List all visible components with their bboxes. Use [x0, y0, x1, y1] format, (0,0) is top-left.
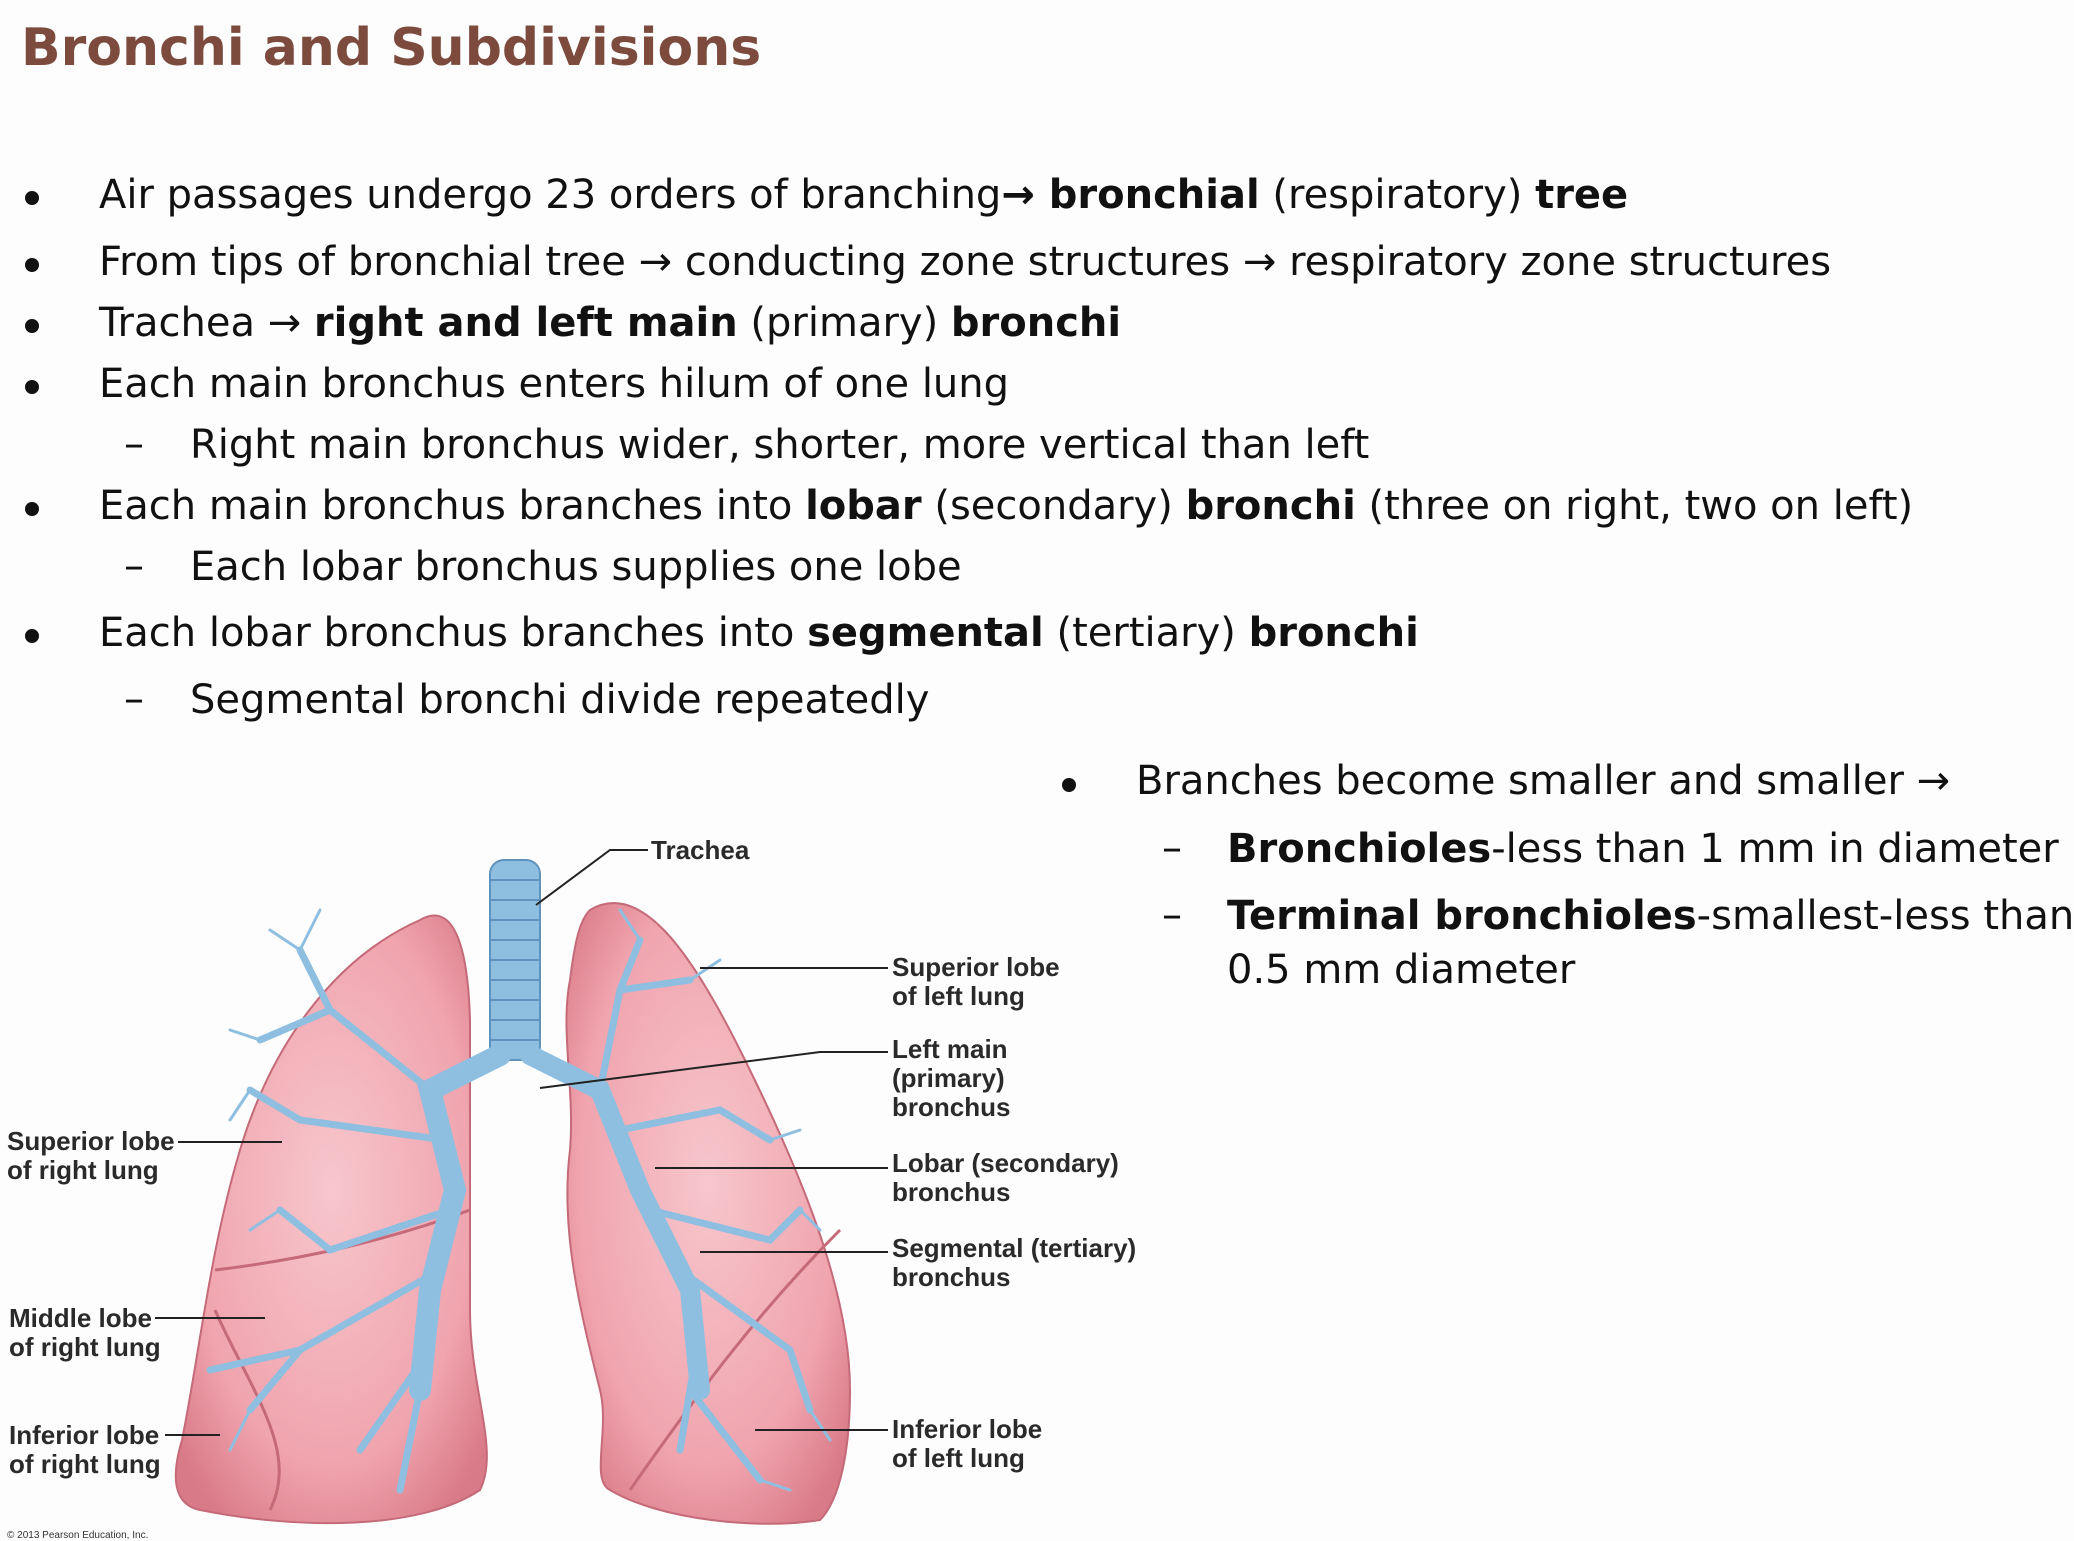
sub-bullet-3-text: Segmental bronchi divide repeatedly [190, 677, 930, 723]
bullet-dot [25, 258, 39, 272]
bullet-6: Each lobar bronchus branches into segmen… [99, 610, 1419, 656]
arrow-icon: → [1001, 172, 1049, 218]
lungs-diagram [155, 849, 888, 1525]
bullet-5-text-c: (three on right, two on left) [1355, 483, 1914, 529]
bullet-1-text-b: (respiratory) [1259, 172, 1536, 218]
bullet-6-text-b: (tertiary) [1043, 610, 1249, 656]
bullet-3-text-b: (primary) [737, 300, 951, 346]
sub-bullet-3: Segmental bronchi divide repeatedly [190, 677, 929, 723]
sub-bullet-1-text: Right main bronchus wider, shorter, more… [190, 422, 1370, 468]
bullet-5-text-a: Each main bronchus branches into [99, 483, 806, 529]
dash-marker: – [124, 676, 144, 722]
bullet-4: Each main bronchus enters hilum of one l… [99, 361, 1009, 407]
bullet-1-bold-a: bronchial [1048, 172, 1260, 218]
label-left-main: Left main(primary)bronchus [892, 1034, 1011, 1122]
label-trachea: Trachea [651, 835, 750, 865]
terminal-bronchioles-term: Terminal bronchioles [1227, 893, 1697, 939]
left-lung [565, 902, 852, 1525]
bullet-5: Each main bronchus branches into lobar (… [99, 483, 1913, 529]
bullet-dot [25, 191, 39, 205]
bronchioles-desc: -less than 1 mm in diameter [1491, 826, 2059, 872]
bullet-6-bold-a: segmental [807, 610, 1044, 656]
bullet-1: Air passages undergo 23 orders of branch… [99, 172, 1628, 218]
terminal-bronchioles-desc-2: 0.5 mm diameter [1227, 947, 1576, 993]
dash-marker: – [1162, 825, 1182, 871]
bronchial-tree [206, 908, 832, 1494]
sub-bullet-2-text: Each lobar bronchus supplies one lobe [190, 544, 962, 590]
copyright: © 2013 Pearson Education, Inc. [7, 1530, 149, 1541]
bullet-3-bold-a: right and left main [313, 300, 738, 346]
label-lobar: Lobar (secondary)bronchus [892, 1148, 1119, 1207]
slide-title: Bronchi and Subdivisions [21, 18, 762, 78]
bullet-6-text-a: Each lobar bronchus branches into [99, 610, 808, 656]
right-bullet-main: Branches become smaller and smaller → [1136, 758, 1950, 804]
bullet-3: Trachea → right and left main (primary) … [99, 300, 1121, 346]
bullet-1-bold-b: tree [1535, 172, 1629, 218]
bullet-3-bold-b: bronchi [950, 300, 1122, 346]
bullet-3-text-a: Trachea → [99, 300, 314, 346]
terminal-bronchioles-desc: -smallest-less than [1696, 893, 2074, 939]
dash-marker: – [1162, 892, 1182, 938]
bullet-1-text-a: Air passages undergo 23 orders of branch… [99, 172, 1002, 218]
bullet-dot [25, 502, 39, 516]
sub-bullet-2: Each lobar bronchus supplies one lobe [190, 544, 962, 590]
bullet-5-text-b: (secondary) [921, 483, 1186, 529]
bullet-dot [25, 319, 39, 333]
dash-marker: – [124, 543, 144, 589]
bullet-dot [25, 380, 39, 394]
right-lung [174, 914, 488, 1525]
bullet-5-bold-a: lobar [805, 483, 922, 529]
right-sub-2: Terminal bronchioles -smallest-less than [1227, 893, 2074, 939]
bullet-dot [1062, 778, 1076, 792]
bullet-2-text: From tips of bronchial tree → conducting… [99, 239, 1832, 285]
bullet-4-text: Each main bronchus enters hilum of one l… [99, 361, 1010, 407]
bullet-6-bold-b: bronchi [1248, 610, 1419, 656]
dash-marker: – [124, 421, 144, 467]
bullet-list: Air passages undergo 23 orders of branch… [0, 0, 2048, 760]
right-bullet-main-text: Branches become smaller and smaller → [1136, 758, 1951, 804]
bullet-dot [25, 629, 39, 643]
label-segmental: Segmental (tertiary)bronchus [892, 1233, 1137, 1292]
leader-lines [155, 849, 888, 1436]
bullet-2: From tips of bronchial tree → conducting… [99, 239, 1831, 285]
bronchioles-term: Bronchioles [1227, 826, 1492, 872]
right-sub-2-line2: 0.5 mm diameter [1227, 947, 1575, 993]
sub-bullet-1: Right main bronchus wider, shorter, more… [190, 422, 1369, 468]
bullet-5-bold-b: bronchi [1185, 483, 1356, 529]
right-sub-1: Bronchioles -less than 1 mm in diameter [1227, 826, 2059, 872]
